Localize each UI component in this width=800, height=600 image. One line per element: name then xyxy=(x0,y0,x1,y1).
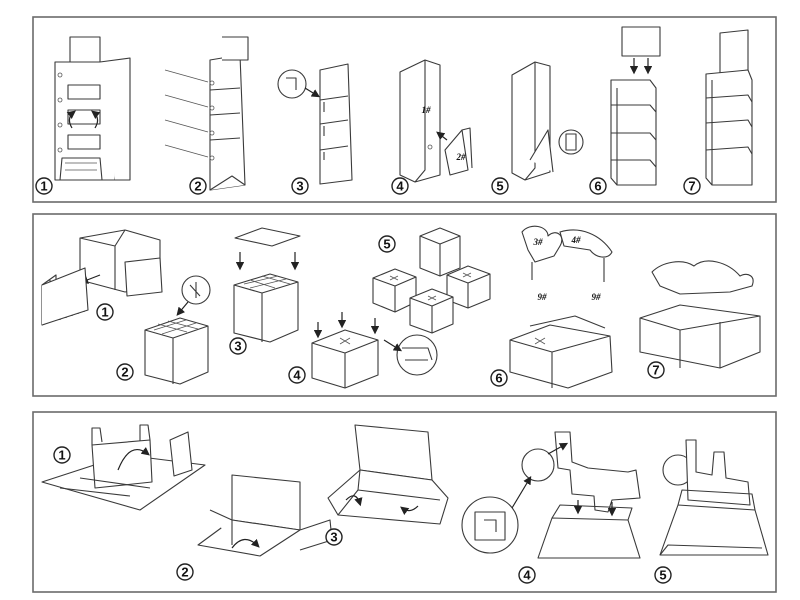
step-badge: 2 xyxy=(116,363,134,381)
step5-support xyxy=(511,61,584,181)
balloon-decoration xyxy=(521,448,555,482)
step-badge: 1 xyxy=(53,446,71,464)
step3-lid xyxy=(233,227,301,343)
step-badge: 6 xyxy=(589,177,607,195)
step1-box-and-dividers xyxy=(41,229,163,326)
svg-text:4: 4 xyxy=(293,368,301,383)
part-label-4: 4# xyxy=(571,235,582,245)
step4-closed-box xyxy=(311,312,438,389)
step-badge: 3 xyxy=(229,337,247,355)
detail-magnifier xyxy=(277,69,307,99)
part-label-2: 2# xyxy=(456,152,467,162)
detail-magnifier xyxy=(396,334,438,376)
part-label-3: 3# xyxy=(533,237,544,247)
detail-magnifier xyxy=(461,496,519,554)
svg-text:3: 3 xyxy=(234,339,241,354)
step5-four-cubes xyxy=(372,227,491,334)
panel-3-frame xyxy=(32,411,777,593)
step-badge: 7 xyxy=(647,361,665,379)
step-badge: 5 xyxy=(491,177,509,195)
part-label-9a: 9# xyxy=(538,292,548,302)
step-badge: 4 xyxy=(391,177,409,195)
step5-final-tray xyxy=(659,439,769,556)
svg-text:7: 7 xyxy=(688,179,695,194)
svg-text:3: 3 xyxy=(296,179,303,194)
step-badge: 3 xyxy=(291,177,309,195)
panel-cube-bins: 3# 4# 9# 9# 1 2 3 4 5 6 7 xyxy=(32,213,777,397)
step-badge: 1 xyxy=(35,177,53,195)
svg-text:2: 2 xyxy=(181,565,188,580)
step-badge: 5 xyxy=(654,566,672,584)
step1-flat-tray xyxy=(41,424,206,511)
panel-floor-stand: 1# 2# 1 2 3 4 5 xyxy=(32,16,777,203)
part-label-1: 1# xyxy=(422,105,432,115)
step-badge: 6 xyxy=(490,369,508,387)
panel-1-frame xyxy=(32,16,777,203)
svg-text:5: 5 xyxy=(383,237,390,252)
step1-flat-blank xyxy=(54,36,131,181)
panel-counter-tray: 1 2 3 4 5 xyxy=(32,411,777,593)
svg-text:1: 1 xyxy=(101,305,108,320)
step6-header xyxy=(610,26,661,186)
step-badge: 4 xyxy=(288,366,306,384)
step4-upright: 1# 2# xyxy=(399,59,473,183)
svg-text:7: 7 xyxy=(652,363,659,378)
part-label-9b: 9# xyxy=(592,292,602,302)
step3-header-raised xyxy=(327,424,449,525)
step-badge: 7 xyxy=(683,177,701,195)
detail-magnifier xyxy=(558,129,584,155)
step-badge: 3 xyxy=(325,528,343,546)
step7-final-stand xyxy=(705,29,753,186)
step-badge: 2 xyxy=(176,563,194,581)
step2-hooks xyxy=(164,36,249,191)
svg-text:1: 1 xyxy=(40,179,47,194)
svg-text:4: 4 xyxy=(523,568,531,583)
svg-text:6: 6 xyxy=(495,371,502,386)
svg-text:6: 6 xyxy=(594,179,601,194)
step-badge: 1 xyxy=(96,303,114,321)
step3-shelf-detail xyxy=(277,63,353,185)
svg-text:5: 5 xyxy=(659,568,666,583)
panel-2-frame xyxy=(32,213,777,397)
svg-text:2: 2 xyxy=(194,179,201,194)
svg-text:2: 2 xyxy=(121,365,128,380)
step2-divided-box xyxy=(144,275,211,385)
svg-text:3: 3 xyxy=(330,530,337,545)
step7-final-cubes xyxy=(639,260,761,369)
step2-folding-sides xyxy=(197,474,333,557)
svg-text:5: 5 xyxy=(496,179,503,194)
step-badge: 2 xyxy=(189,177,207,195)
step-badge: 5 xyxy=(378,235,396,253)
step-badge: 4 xyxy=(518,566,536,584)
step6-header-arch: 3# 4# 9# 9# xyxy=(509,225,613,389)
step4-header-insert xyxy=(461,431,641,559)
svg-text:1: 1 xyxy=(58,448,65,463)
svg-text:4: 4 xyxy=(396,179,404,194)
